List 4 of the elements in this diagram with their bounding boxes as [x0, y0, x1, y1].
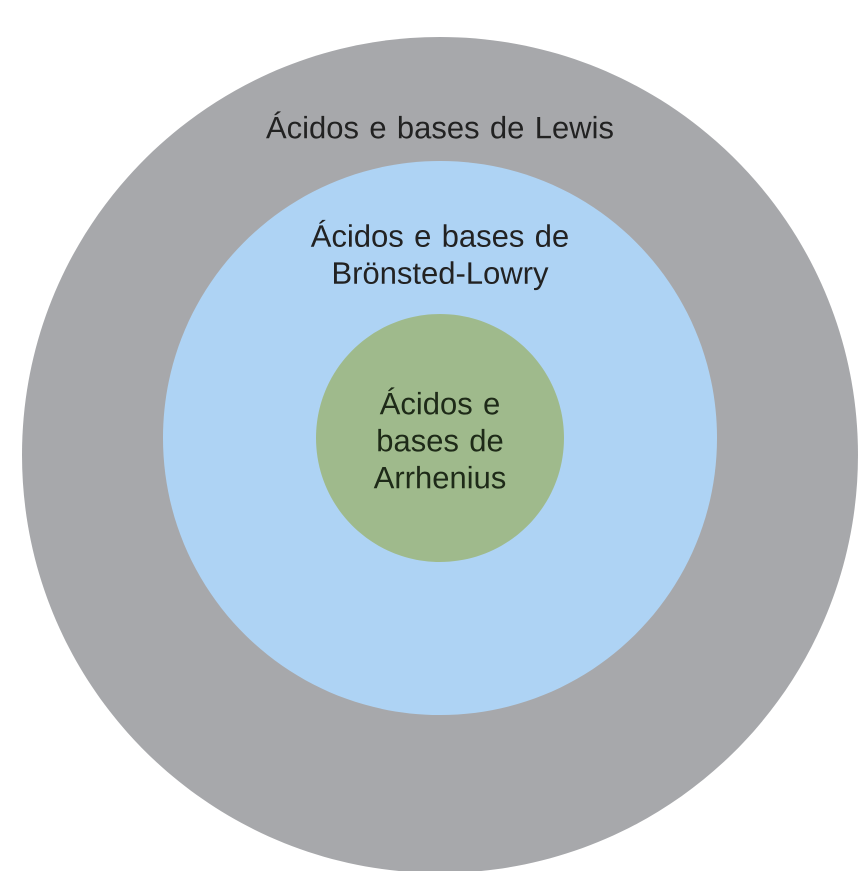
circle-label: Ácidos e bases de Brönsted-Lowry [310, 220, 568, 290]
circle-label: Ácidos e bases de Arrhenius [374, 387, 506, 489]
circle [316, 314, 564, 562]
circle-label: Ácidos e bases de Lewis [266, 111, 613, 139]
